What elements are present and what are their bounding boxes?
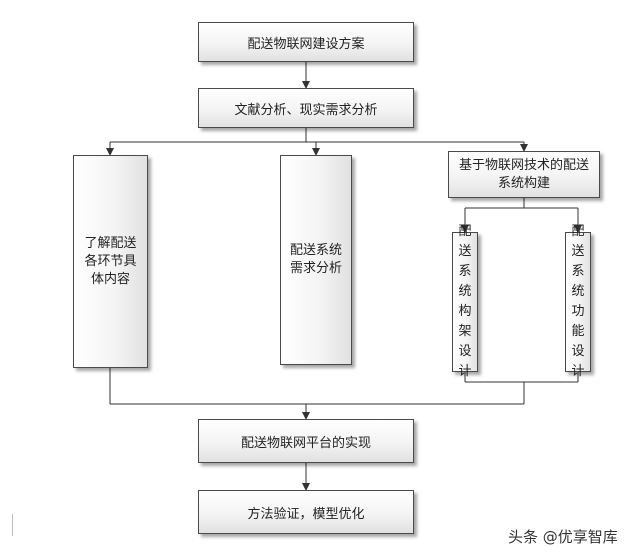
box-implementation: 配送物联网平台的实现 xyxy=(198,419,414,463)
box-validation: 方法验证，模型优化 xyxy=(198,490,414,534)
box-analysis-label: 文献分析、现实需求分析 xyxy=(234,102,378,118)
box-sub-right: 配送系统功能设计 xyxy=(565,224,591,379)
box-right-branch: 基于物联网技术的配送系统构建 xyxy=(448,151,600,198)
box-sub-left-label: 配送系统构架设计 xyxy=(458,224,472,379)
box-left-branch: 了解配送各环节具体内容 xyxy=(73,155,148,368)
box-implementation-label: 配送物联网平台的实现 xyxy=(240,435,371,451)
box-sub-right-label: 配送系统功能设计 xyxy=(571,224,585,379)
box-sub-left: 配送系统构架设计 xyxy=(452,224,478,379)
edge-tick xyxy=(12,514,13,536)
box-analysis: 文献分析、现实需求分析 xyxy=(198,88,414,128)
box-validation-label: 方法验证，模型优化 xyxy=(247,506,365,522)
box-middle-branch-label: 配送系统需求分析 xyxy=(289,243,342,276)
watermark: 头条 @优享智库 xyxy=(508,528,618,546)
box-middle-branch: 配送系统需求分析 xyxy=(280,155,352,365)
box-top-label: 配送物联网建设方案 xyxy=(247,36,365,52)
box-top: 配送物联网建设方案 xyxy=(198,22,414,62)
box-left-branch-label: 了解配送各环节具体内容 xyxy=(84,235,137,287)
box-right-branch-label: 基于物联网技术的配送系统构建 xyxy=(458,157,589,191)
